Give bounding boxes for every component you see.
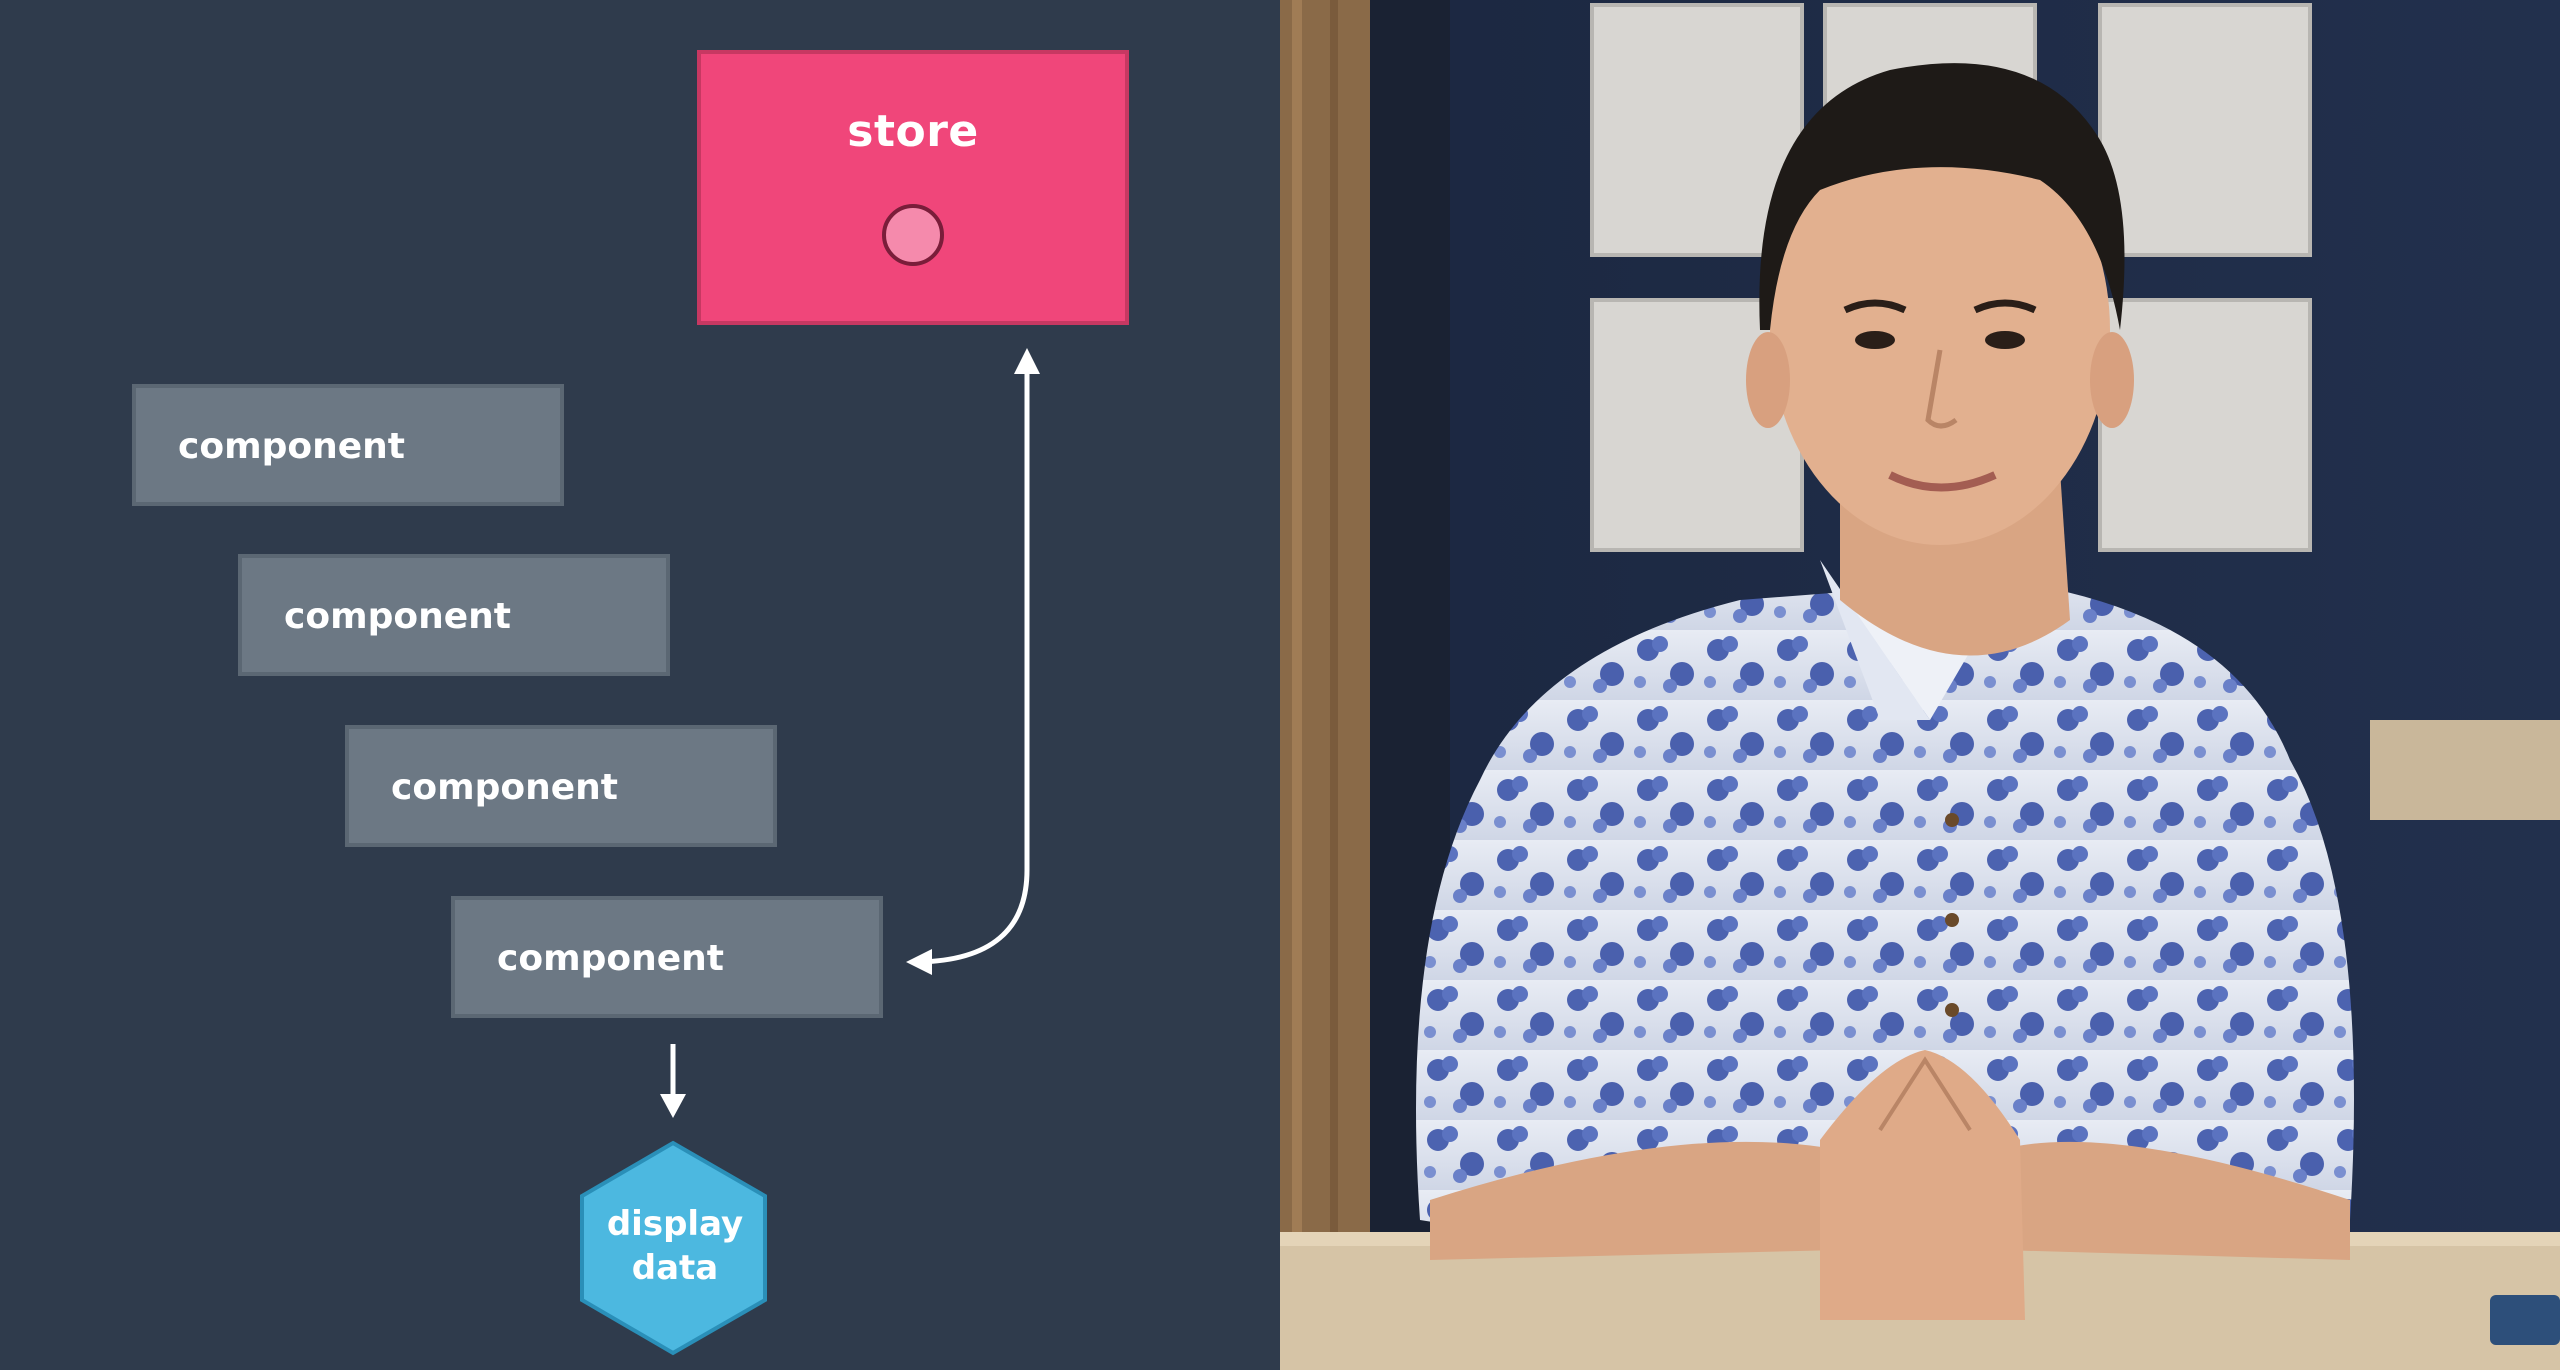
component-box-3: component — [345, 725, 777, 847]
store-label: store — [847, 106, 979, 157]
component-label: component — [284, 596, 511, 637]
display-data-line-1: display — [606, 1204, 744, 1244]
presenter-photo-icon — [1280, 0, 2560, 1370]
display-data-line-2: data — [631, 1248, 719, 1288]
store-state-dot — [882, 204, 944, 266]
arrow-head-left — [906, 949, 932, 975]
arrow-head-up — [1014, 348, 1040, 374]
component-label: component — [391, 767, 618, 808]
display-data-hexagon — [580, 1140, 767, 1356]
display-data-label: display data — [580, 1202, 770, 1290]
store-component-arrow — [917, 360, 1030, 965]
component-box-1: component — [132, 384, 564, 506]
component-box-2: component — [238, 554, 670, 676]
component-label: component — [178, 426, 405, 467]
presenter-video — [1280, 0, 2560, 1370]
component-box-4: component — [451, 896, 883, 1018]
diagram-arrows — [580, 348, 1040, 1356]
component-label: component — [497, 938, 724, 979]
diagram-panel: store component component component comp… — [132, 50, 1129, 1356]
arrow-head-down — [660, 1094, 686, 1118]
store-box: store — [697, 50, 1129, 325]
